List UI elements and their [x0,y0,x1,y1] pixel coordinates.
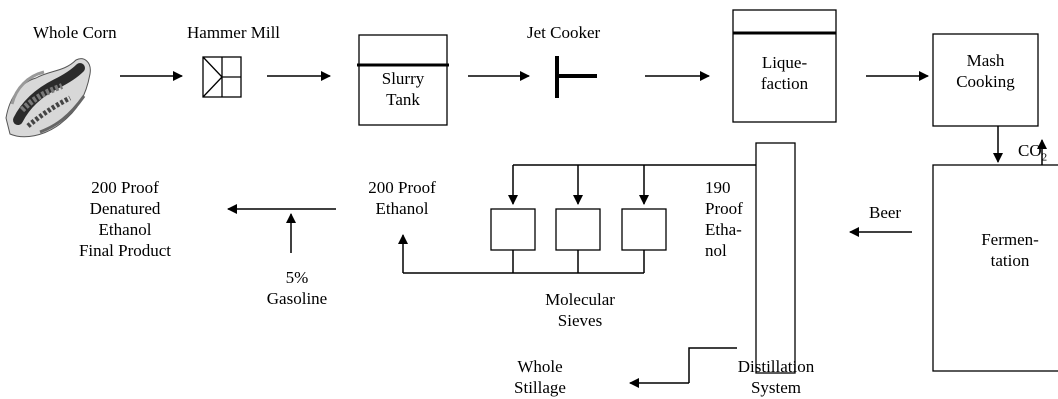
fermentation-label: Fermen- tation [960,229,1058,271]
co2-label: CO2 [1018,140,1047,168]
slurry-tank-line-2: Tank [359,89,447,110]
proof-200-label: 200 Proof Ethanol [352,177,452,219]
final-product-label: 200 Proof Denatured Ethanol Final Produc… [60,177,190,261]
mash-cooking-line-2: Cooking [933,71,1038,92]
molecular-sieves-line-2: Sieves [525,310,635,331]
proof-190-line-2: Proof [705,198,743,219]
gasoline-line-2: Gasoline [252,288,342,309]
final-product-line-2: Denatured [60,198,190,219]
slurry-tank-line-1: Slurry [359,68,447,89]
jet-cooker-label: Jet Cooker [527,22,600,43]
distillation-line-1: Distillation [726,356,826,377]
fermentation-line-1: Fermen- [960,229,1058,250]
whole-stillage-line-2: Stillage [495,377,585,398]
hammer-mill-icon [203,57,241,97]
sieve-box-2 [556,209,600,250]
final-product-line-1: 200 Proof [60,177,190,198]
co2-subscript: 2 [1042,151,1048,163]
liquefaction-label: Lique- faction [733,52,836,94]
mash-cooking-label: Mash Cooking [933,50,1038,92]
distillation-line-2: System [726,377,826,398]
corn-icon [6,59,90,137]
proof-190-line-4: nol [705,240,743,261]
whole-corn-label: Whole Corn [33,22,117,43]
distillation-label: Distillation System [726,356,826,398]
co2-text: CO [1018,141,1042,160]
molecular-sieves-line-1: Molecular [525,289,635,310]
mash-cooking-line-1: Mash [933,50,1038,71]
fermentation-line-2: tation [960,250,1058,271]
whole-stillage-label: Whole Stillage [495,356,585,398]
liquefaction-line-2: faction [733,73,836,94]
final-product-line-3: Ethanol [60,219,190,240]
gasoline-label: 5% Gasoline [252,267,342,309]
whole-stillage-line-1: Whole [495,356,585,377]
sieve-box-3 [622,209,666,250]
proof-200-line-1: 200 Proof [352,177,452,198]
sieve-box-1 [491,209,535,250]
proof-190-label: 190 Proof Etha- nol [705,177,743,261]
final-product-line-4: Final Product [60,240,190,261]
jet-cooker-icon [557,56,597,98]
proof-190-line-1: 190 [705,177,743,198]
liquefaction-line-1: Lique- [733,52,836,73]
gasoline-line-1: 5% [252,267,342,288]
hammer-mill-label: Hammer Mill [187,22,280,43]
beer-label: Beer [869,202,901,223]
distillation-column [756,143,795,373]
proof-190-line-3: Etha- [705,219,743,240]
proof-200-line-2: Ethanol [352,198,452,219]
molecular-sieves-label: Molecular Sieves [525,289,635,331]
slurry-tank-label: Slurry Tank [359,68,447,110]
